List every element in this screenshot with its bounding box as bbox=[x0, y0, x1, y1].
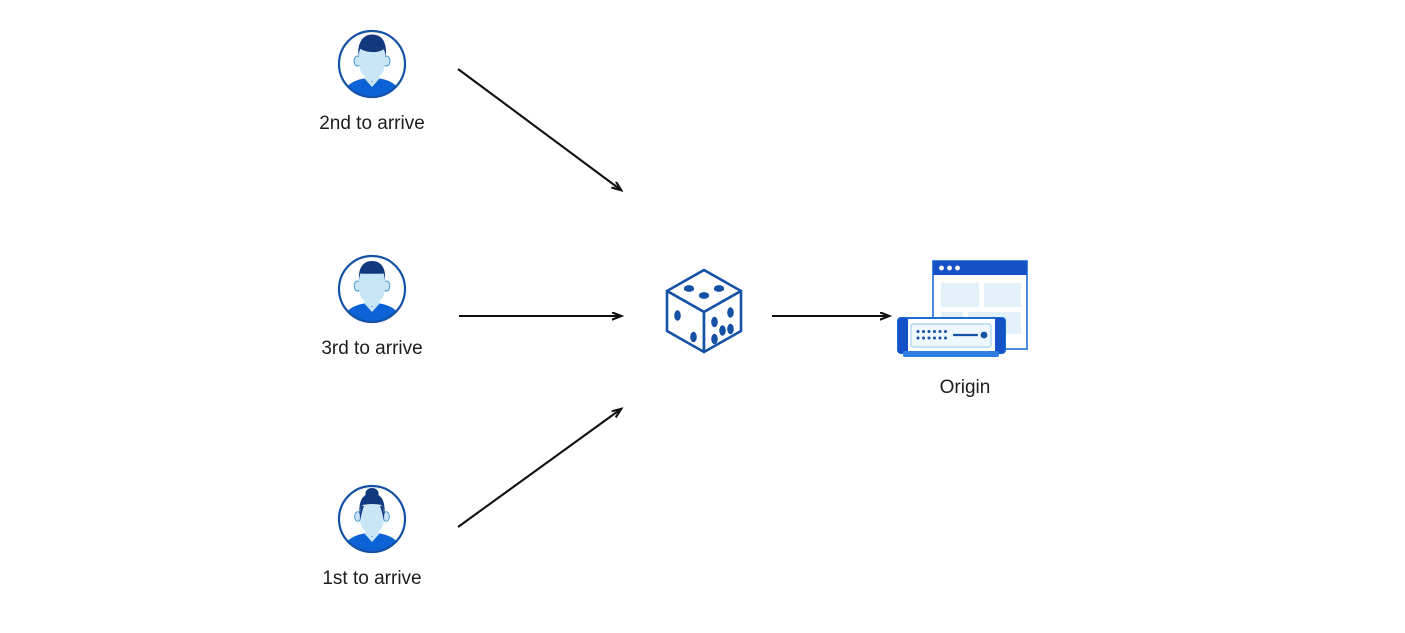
user-avatar-male-icon bbox=[337, 29, 407, 99]
node-origin[interactable]: Origin bbox=[893, 255, 1038, 398]
label-visitor-1st: 1st to arrive bbox=[322, 568, 422, 589]
origin-server-browser-icon bbox=[897, 260, 1028, 357]
node-visitor-2nd[interactable]: 2nd to arrive bbox=[319, 28, 425, 134]
node-visitor-3rd[interactable]: 3rd to arrive bbox=[321, 253, 423, 359]
label-origin: Origin bbox=[939, 377, 991, 398]
node-randomizer[interactable] bbox=[660, 265, 748, 357]
server-device-icon bbox=[897, 317, 1006, 357]
label-visitor-2nd: 2nd to arrive bbox=[319, 113, 425, 134]
label-visitor-3rd: 3rd to arrive bbox=[321, 338, 423, 359]
user-avatar-female-icon bbox=[337, 484, 407, 554]
node-visitor-1st[interactable]: 1st to arrive bbox=[322, 483, 422, 589]
user-avatar-male-icon bbox=[337, 254, 407, 324]
dice-cube-icon bbox=[665, 268, 743, 354]
arrow-2nd-to-dice bbox=[457, 68, 621, 190]
arrow-1st-to-dice bbox=[457, 409, 621, 528]
